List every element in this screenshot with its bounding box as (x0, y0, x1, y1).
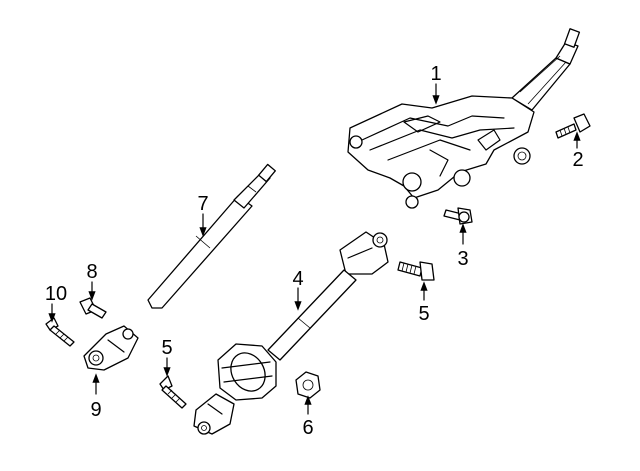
callout-9: 9 (90, 399, 101, 421)
callout-labels: 1 2 3 4 5 5 6 7 8 9 10 (45, 63, 584, 439)
callout-6: 6 (302, 417, 313, 439)
u-joint-part-9 (83, 325, 139, 371)
callout-8: 8 (86, 261, 97, 283)
nut-part-6 (295, 371, 321, 399)
lower-shaft-part-4 (193, 231, 389, 435)
intermediate-shaft-part-7 (147, 163, 276, 309)
bolt-part-5-right (397, 261, 435, 281)
callout-2: 2 (572, 149, 583, 171)
callout-10: 10 (45, 283, 67, 305)
leader-arrows (48, 83, 581, 415)
bolt-part-5-left (159, 375, 187, 409)
callout-3: 3 (457, 248, 468, 270)
steering-column-part (347, 28, 581, 209)
callout-1: 1 (430, 63, 441, 85)
callout-5-left: 5 (161, 337, 172, 359)
bolt-part-8 (79, 297, 107, 319)
bolt-part-2 (555, 113, 591, 139)
callout-7: 7 (197, 193, 208, 215)
callout-5-right: 5 (418, 303, 429, 325)
bolt-part-3 (443, 207, 473, 225)
callout-4: 4 (292, 268, 303, 290)
bolt-part-10 (45, 317, 75, 347)
